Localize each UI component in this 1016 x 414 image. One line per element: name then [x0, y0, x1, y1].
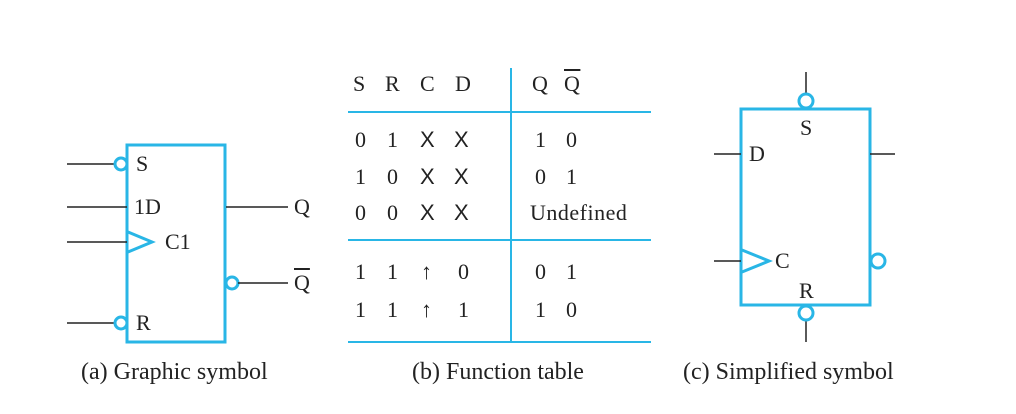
simplified-label-s: S — [800, 115, 813, 140]
table-cell: 1 — [355, 259, 367, 284]
label-1d: 1D — [134, 194, 161, 219]
qbar-inversion-bubble — [224, 275, 240, 291]
table-cell: 1 — [387, 127, 399, 152]
header-r: R — [385, 71, 401, 96]
label-c1: C1 — [165, 229, 191, 254]
table-cell: 1 — [566, 164, 578, 189]
table-cell: 1 — [355, 164, 367, 189]
s-top-bubble — [797, 92, 815, 110]
s-inversion-bubble — [113, 156, 129, 172]
header-q: Q — [532, 71, 549, 96]
qbar-right-bubble — [869, 252, 887, 270]
label-s: S — [136, 151, 149, 176]
table-cell: Undefined — [530, 200, 628, 225]
table-cell: X — [420, 164, 436, 189]
table-cell: ↑ — [421, 297, 433, 322]
header-c: C — [420, 71, 436, 96]
simplified-label-r: R — [799, 278, 814, 303]
table-cell: 0 — [566, 297, 578, 322]
table-cell: X — [454, 200, 470, 225]
table-cell: 1 — [458, 297, 470, 322]
table-cell: 1 — [355, 297, 367, 322]
table-cell: X — [420, 127, 436, 152]
header-qbar: Q — [564, 71, 581, 96]
table-cell: 0 — [387, 164, 399, 189]
label-r: R — [136, 310, 151, 335]
table-cell: 1 — [535, 127, 547, 152]
caption-graphic-symbol: (a) Graphic symbol — [81, 359, 268, 385]
label-q: Q — [294, 194, 310, 219]
table-cell: 0 — [458, 259, 470, 284]
table-cell: 1 — [535, 297, 547, 322]
table-cell: 0 — [387, 200, 399, 225]
simplified-label-d: D — [749, 141, 765, 166]
table-cell: 1 — [387, 297, 399, 322]
table-cell: ↑ — [421, 259, 433, 284]
simplified-label-c: C — [775, 248, 790, 273]
table-cell: 0 — [535, 164, 547, 189]
table-cell: X — [420, 200, 436, 225]
label-qbar: Q — [294, 270, 310, 295]
table-cell: X — [454, 127, 470, 152]
caption-simplified-symbol: (c) Simplified symbol — [683, 359, 894, 385]
caption-function-table: (b) Function table — [412, 359, 584, 385]
r-inversion-bubble — [113, 315, 129, 331]
table-cell: X — [454, 164, 470, 189]
table-cell: 1 — [566, 259, 578, 284]
table-cell: 0 — [566, 127, 578, 152]
clock-triangle-icon — [127, 230, 156, 254]
table-cell: 0 — [355, 127, 367, 152]
table-cell: 0 — [355, 200, 367, 225]
header-d: D — [455, 71, 472, 96]
table-cell: 0 — [535, 259, 547, 284]
r-bottom-bubble — [797, 304, 815, 322]
flipflop-box — [125, 143, 227, 344]
header-s: S — [353, 71, 366, 96]
c-clock-triangle-icon — [741, 248, 773, 274]
table-cell: 1 — [387, 259, 399, 284]
